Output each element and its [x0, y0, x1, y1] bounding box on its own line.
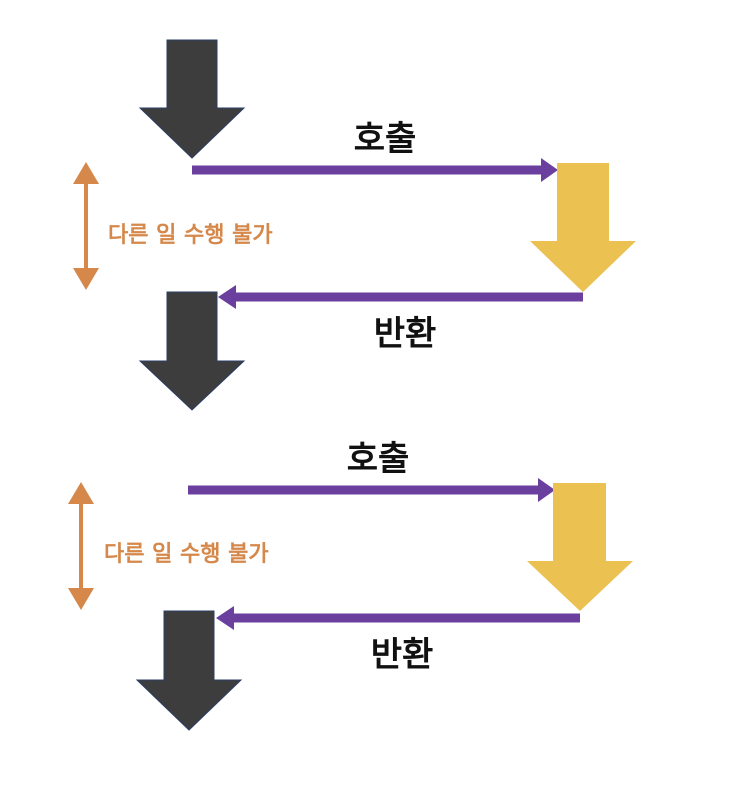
call-label-2: 호출: [347, 439, 410, 479]
call-arrowhead-2: [538, 478, 555, 502]
call-arrowhead-1: [541, 158, 558, 182]
call-label-1: 호출: [354, 119, 417, 159]
cycle-2: 호출 반환 다른 일 수행 불가: [68, 439, 633, 731]
cycle-1: 호출 반환 다른 일 수행 불가: [73, 39, 636, 411]
caller-arrow-3: [135, 610, 243, 731]
callee-arrow-1: [530, 163, 636, 292]
blocked-span-top-head-1: [73, 162, 99, 184]
blocked-label-1: 다른 일 수행 불가: [108, 223, 273, 248]
caller-arrow-1: [138, 39, 246, 159]
blocked-label-2: 다른 일 수행 불가: [104, 542, 269, 567]
return-arrowhead-2: [216, 606, 234, 630]
return-label-1: 반환: [374, 314, 437, 354]
blocked-span-top-head-2: [68, 482, 94, 504]
blocked-span-bottom-head-1: [73, 268, 99, 290]
return-arrowhead-1: [218, 285, 236, 309]
caller-arrow-2: [138, 291, 246, 411]
callee-arrow-2: [527, 483, 633, 611]
return-label-2: 반환: [371, 635, 434, 675]
blocked-span-bottom-head-2: [68, 588, 94, 610]
